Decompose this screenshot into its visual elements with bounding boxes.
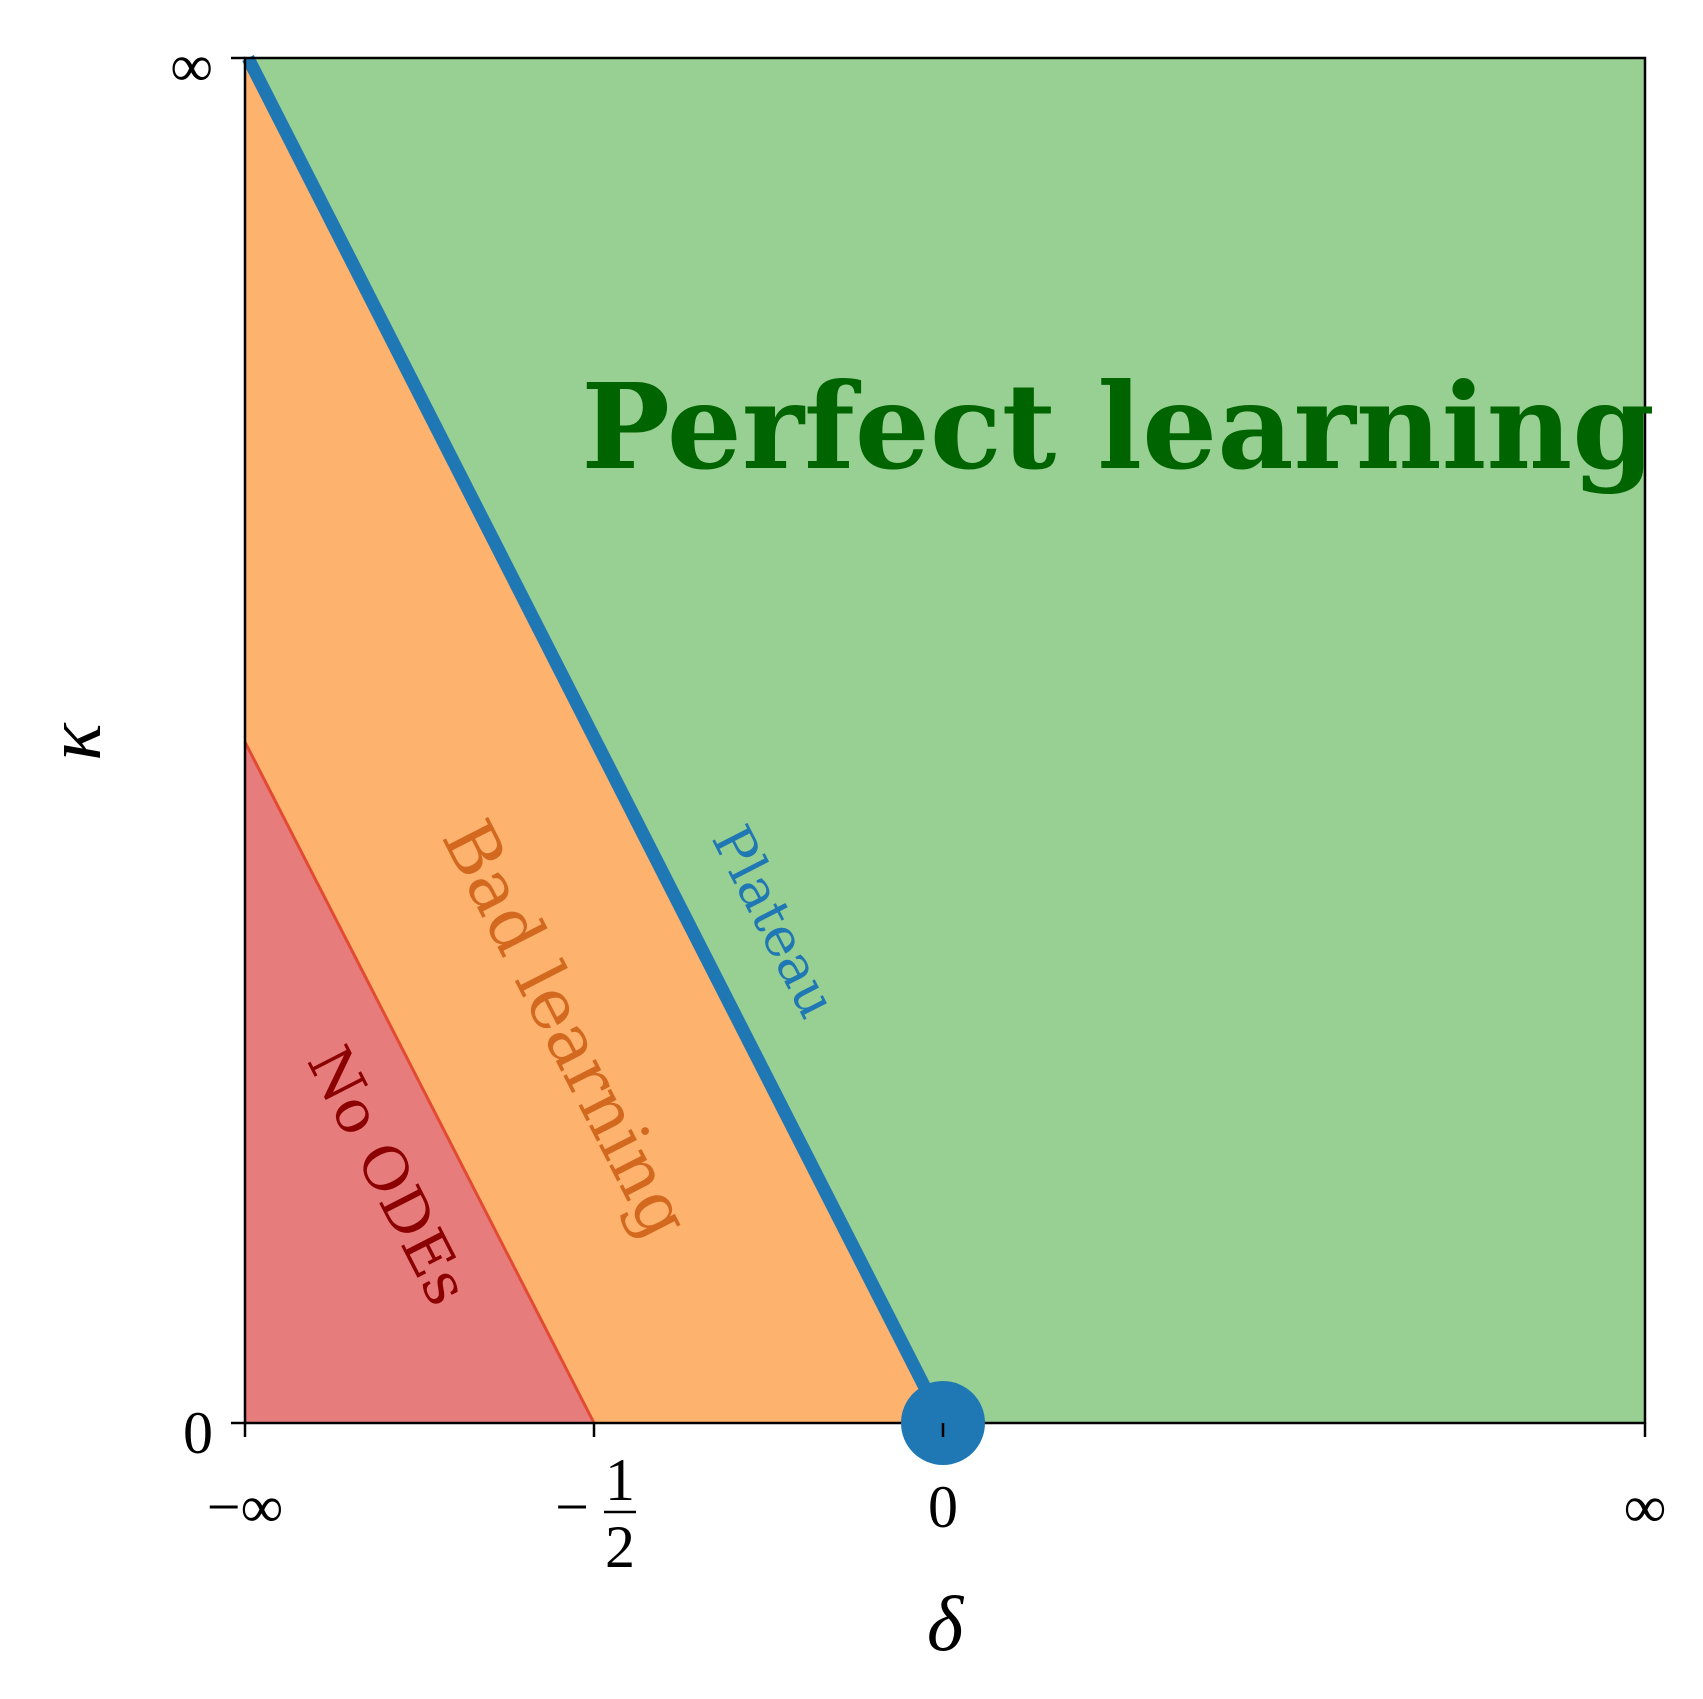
x-tick-label-neg-inf: −∞ [207,1474,284,1540]
x-tick-label-neg-half-sign: − [555,1474,589,1540]
perfect-learning-label: Perfect learning [581,357,1655,496]
x-tick-label-neg-half-numerator: 1 [605,1447,635,1513]
plateau-boundary-line [242,55,949,1426]
y-tick-label-inf: ∞ [170,33,213,99]
x-tick-label-neg-half-denominator: 2 [605,1514,635,1580]
x-tick-label-inf: ∞ [1624,1474,1667,1540]
tick-marks [231,56,1647,1437]
y-tick-label-zero: 0 [183,1400,213,1466]
x-axis-label: δ [927,1580,965,1667]
x-tick-label-zero: 0 [928,1474,958,1540]
y-axis-label: κ [30,722,117,761]
x-tick-label-neg-half: − 1 2 [555,1447,636,1580]
no-odes-boundary-line [243,741,596,1424]
